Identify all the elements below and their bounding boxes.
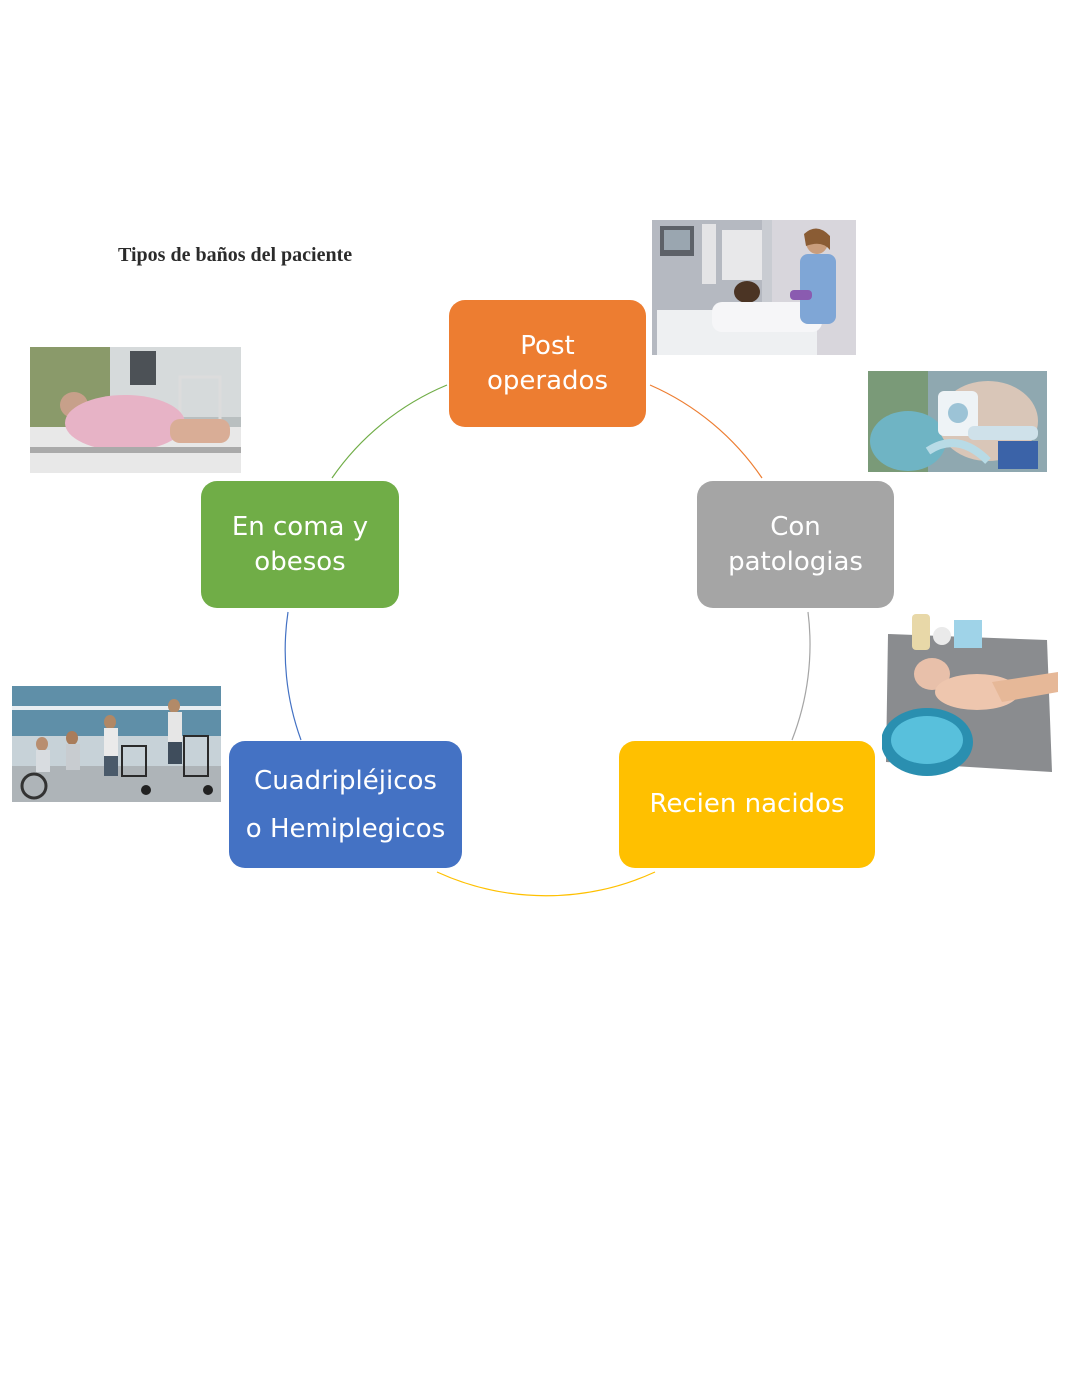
page-title: Tipos de baños del paciente bbox=[118, 244, 353, 266]
ventilated-patient-photo bbox=[868, 371, 1047, 472]
node-con-patologias: Con patologias bbox=[697, 481, 894, 608]
node-cuadriplejicos: Cuadripléjicos o Hemiplegicos bbox=[229, 741, 462, 868]
hospital-bed-patient-photo bbox=[30, 347, 241, 473]
node-recien-nacidos: Recien nacidos bbox=[619, 741, 875, 868]
nurse-patient-photo bbox=[652, 220, 856, 355]
arc-patologias-to-recien bbox=[791, 611, 811, 741]
node-en-coma-obesos: En coma y obesos bbox=[201, 481, 399, 608]
arc-post-to-patologias bbox=[649, 384, 763, 479]
arc-coma-to-post bbox=[331, 384, 448, 479]
newborn-bath-photo bbox=[882, 612, 1060, 780]
arc-recien-to-cuadri bbox=[436, 871, 656, 897]
node-post-operados: Post operados bbox=[449, 300, 646, 427]
walker-rehab-photo bbox=[12, 686, 221, 802]
arc-cuadri-to-coma bbox=[284, 611, 302, 741]
